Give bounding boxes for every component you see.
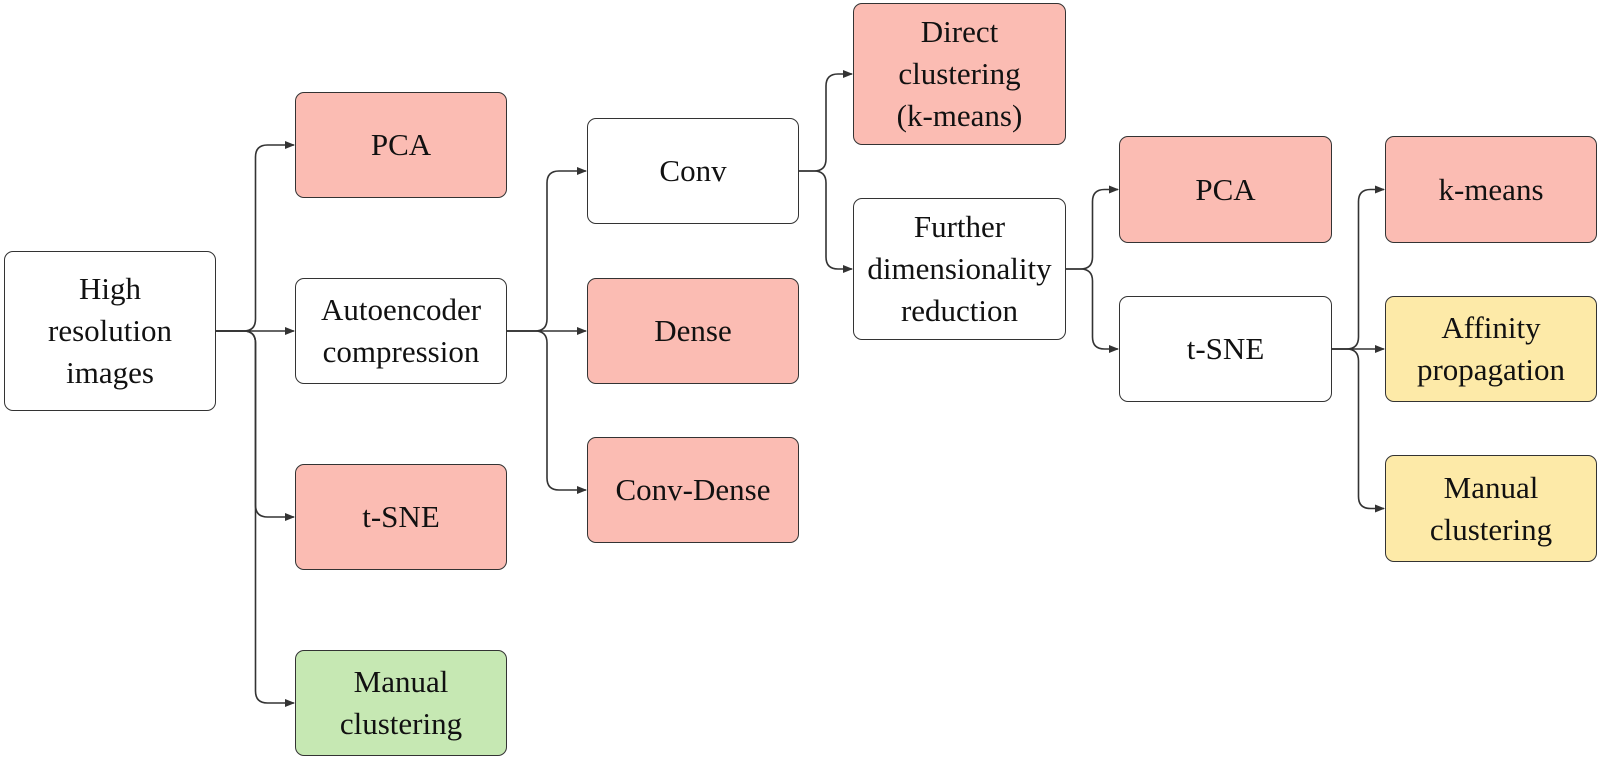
connector-autoencoder-compression-to-conv-dense (507, 330, 587, 494)
connector-further-dimensionality-reduction-to-tsne-2 (1066, 268, 1119, 353)
connector-high-resolution-images-to-manual-clustering-1 (216, 330, 295, 707)
connector-high-resolution-images-to-pca-1 (216, 141, 295, 332)
node-manual-clustering-1: Manual clustering (295, 650, 507, 756)
node-affinity-propagation: Affinity propagation (1385, 296, 1597, 402)
node-dense: Dense (587, 278, 799, 384)
node-manual-clustering-2: Manual clustering (1385, 455, 1597, 562)
connector-tsne-2-to-manual-clustering-2 (1332, 348, 1385, 513)
node-pca-2: PCA (1119, 136, 1332, 243)
node-tsne-2: t-SNE (1119, 296, 1332, 402)
connector-further-dimensionality-reduction-to-pca-2 (1066, 185, 1119, 270)
node-tsne-1: t-SNE (295, 464, 507, 570)
node-autoencoder-compression: Autoencoder compression (295, 278, 507, 384)
node-conv: Conv (587, 118, 799, 224)
connector-conv-to-direct-clustering (799, 70, 853, 172)
node-pca-1: PCA (295, 92, 507, 198)
node-further-dimensionality-reduction: Further dimensionality reduction (853, 198, 1066, 340)
node-conv-dense: Conv-Dense (587, 437, 799, 543)
connector-conv-to-further-dimensionality-reduction (799, 170, 853, 273)
connector-tsne-2-to-k-means (1332, 185, 1385, 350)
connector-autoencoder-compression-to-conv (507, 167, 587, 332)
node-high-resolution-images: High resolution images (4, 251, 216, 411)
node-k-means: k-means (1385, 136, 1597, 243)
node-direct-clustering: Direct clustering (k-means) (853, 3, 1066, 145)
